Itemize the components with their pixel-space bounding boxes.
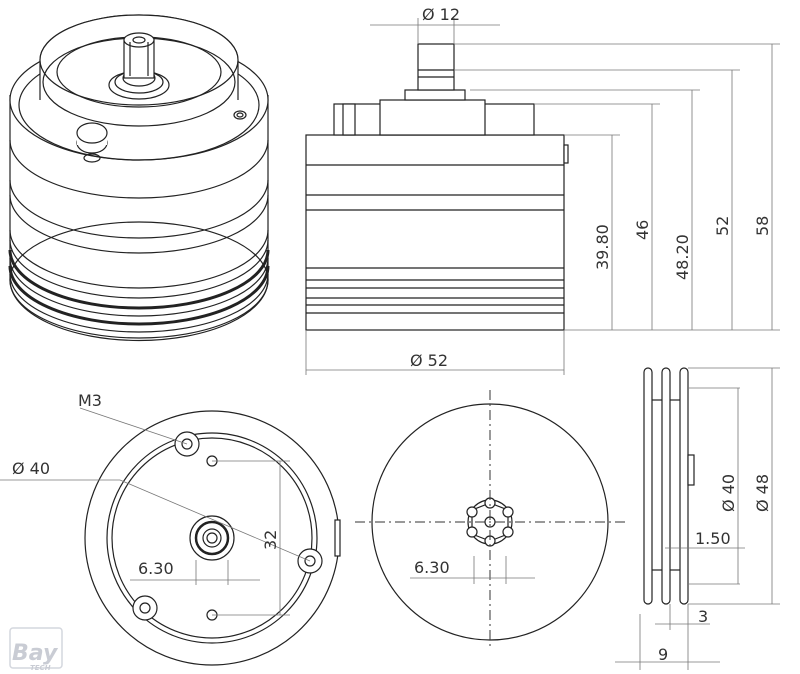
height-58-label: 58 bbox=[753, 216, 772, 236]
baytech-logo: Bay TECH bbox=[9, 627, 63, 672]
side-diameter-40-label: Ø 40 bbox=[719, 474, 738, 512]
logo-text: Bay bbox=[12, 641, 59, 666]
hole-spacing-label: 32 bbox=[261, 530, 280, 550]
front-view-centerlines bbox=[355, 390, 625, 650]
isometric-view bbox=[8, 14, 270, 342]
side-elevation-view bbox=[305, 43, 569, 331]
side-profile-view bbox=[643, 367, 695, 605]
front-view-dimensions bbox=[410, 556, 535, 584]
shaft-diameter-label: Ø 12 bbox=[422, 5, 460, 24]
side-thickness-label: 3 bbox=[698, 607, 708, 626]
side-width-label: 9 bbox=[658, 645, 668, 664]
logo-subtext: TECH bbox=[30, 664, 51, 672]
side-elevation-dimensions bbox=[305, 18, 780, 375]
height-46-label: 46 bbox=[633, 220, 652, 240]
side-step-label: 1.50 bbox=[695, 529, 731, 548]
side-diameter-48-label: Ø 48 bbox=[753, 474, 772, 512]
front-offset-label: 6.30 bbox=[414, 558, 450, 577]
thread-m3-label: M3 bbox=[78, 391, 102, 410]
side-profile-dimensions bbox=[615, 367, 780, 670]
bottom-view-dimensions bbox=[0, 407, 311, 616]
bottom-view bbox=[84, 410, 341, 666]
bolt-circle-diameter-label: Ø 40 bbox=[12, 459, 50, 478]
bottom-offset-label: 6.30 bbox=[138, 559, 174, 578]
height-52-label: 52 bbox=[713, 216, 732, 236]
height-48-20-label: 48.20 bbox=[673, 234, 692, 280]
body-diameter-label: Ø 52 bbox=[410, 351, 448, 370]
height-39-80-label: 39.80 bbox=[593, 224, 612, 270]
